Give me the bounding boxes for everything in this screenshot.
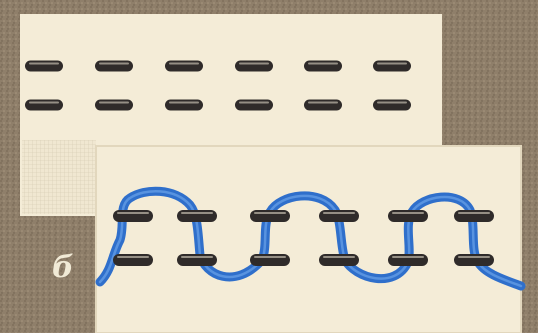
- top-stitch: [95, 100, 133, 111]
- top-stitch: [95, 61, 133, 72]
- bottom-stitch: [177, 210, 217, 222]
- top-stitch-highlight: [99, 102, 129, 104]
- bottom-stitch-highlight: [458, 212, 490, 214]
- top-stitch-highlight: [377, 63, 407, 65]
- bottom-stitch-highlight: [254, 212, 286, 214]
- bottom-stitch: [388, 254, 428, 266]
- top-stitch: [25, 100, 63, 111]
- top-stitch: [165, 61, 203, 72]
- bottom-stitch: [388, 210, 428, 222]
- top-stitch-highlight: [99, 63, 129, 65]
- top-stitch: [373, 100, 411, 111]
- bottom-stitch-highlight: [392, 256, 424, 258]
- top-stitch-highlight: [169, 63, 199, 65]
- bottom-stitch-highlight: [323, 212, 355, 214]
- top-stitch: [165, 100, 203, 111]
- top-stitch-highlight: [29, 63, 59, 65]
- top-stitch: [235, 61, 273, 72]
- bottom-stitch: [319, 210, 359, 222]
- bottom-stitch-highlight: [181, 212, 213, 214]
- top-stitch: [304, 61, 342, 72]
- top-stitch-highlight: [169, 102, 199, 104]
- bottom-stitch-highlight: [323, 256, 355, 258]
- bottom-stitch: [113, 254, 153, 266]
- bottom-stitch-highlight: [181, 256, 213, 258]
- bottom-stitch-highlight: [117, 256, 149, 258]
- top-stitch-highlight: [239, 63, 269, 65]
- top-stitch-highlight: [239, 102, 269, 104]
- top-stitch-highlight: [308, 102, 338, 104]
- bottom-stitch-highlight: [117, 212, 149, 214]
- figure-label: б: [52, 250, 74, 285]
- top-stitch-highlight: [377, 102, 407, 104]
- top-stitch-highlight: [29, 102, 59, 104]
- bottom-stitch-highlight: [458, 256, 490, 258]
- top-stitch: [373, 61, 411, 72]
- bottom-fabric-panel: [96, 146, 521, 333]
- bottom-stitch: [113, 210, 153, 222]
- top-stitch: [304, 100, 342, 111]
- bottom-stitch-highlight: [392, 212, 424, 214]
- bottom-stitch: [177, 254, 217, 266]
- bottom-stitch: [250, 254, 290, 266]
- top-stitch: [25, 61, 63, 72]
- top-stitch: [235, 100, 273, 111]
- bottom-stitch-highlight: [254, 256, 286, 258]
- bottom-stitch: [454, 210, 494, 222]
- bottom-stitch: [454, 254, 494, 266]
- bottom-stitch: [319, 254, 359, 266]
- bottom-stitch: [250, 210, 290, 222]
- grid-swatch: [22, 140, 96, 214]
- top-stitch-highlight: [308, 63, 338, 65]
